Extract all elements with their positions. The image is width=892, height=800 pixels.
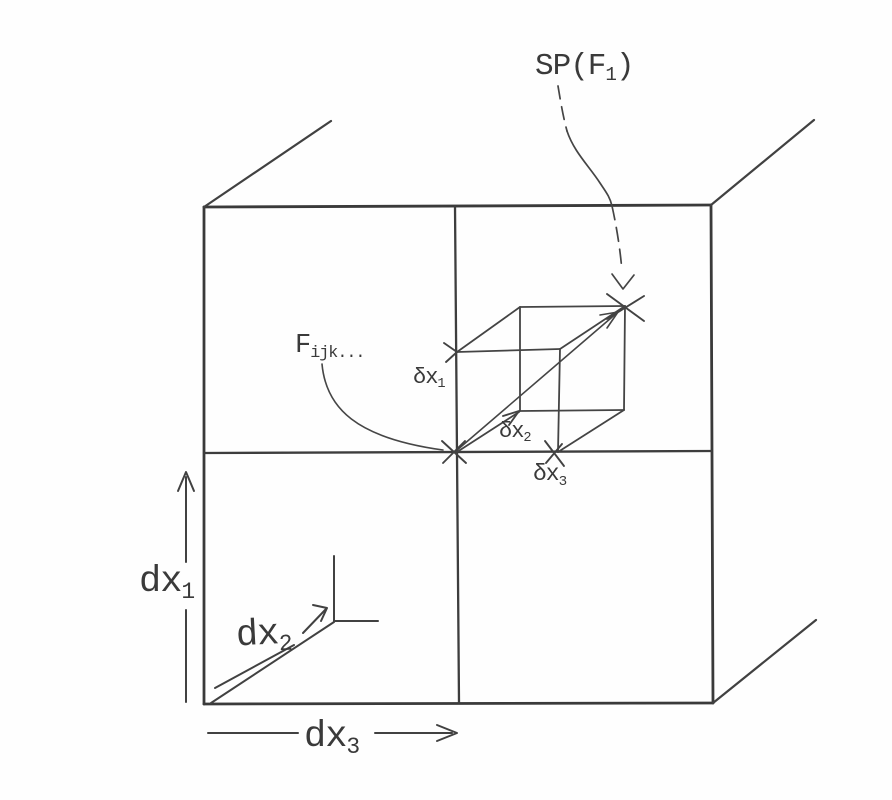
subcube-back-right-edge: [623, 305, 626, 411]
dx3-right-arrowhead: [436, 724, 458, 742]
dx2-axis-label: dx2: [234, 613, 293, 658]
delta-x1-end-arrow-mark: [443, 342, 458, 363]
dx3-axis-label: dx3: [304, 716, 360, 761]
sp-leader: [557, 85, 635, 290]
square-top-edge: [202, 203, 713, 209]
delta-x2-label: δx2: [499, 419, 532, 447]
subcube-front-top-edge: [456, 348, 561, 353]
subcube-back-bottom-edge: [519, 409, 625, 412]
sp-point-label: SP(F1): [535, 49, 635, 85]
sp-point-x-mark: [606, 293, 645, 322]
fijk-label-subscript: ijk...: [310, 344, 365, 364]
fijk-leader-curve: [321, 363, 444, 451]
subcube-back-top-edge: [519, 305, 626, 308]
sp-leader-down-arrowhead: [611, 273, 635, 290]
delta-x1-label: δx1: [413, 365, 446, 393]
receding-edge-top-right: [709, 118, 816, 207]
fijk-label-main: F: [295, 331, 311, 361]
sp-leader-dashed-upper: [557, 85, 568, 132]
sp-label-subscript: 1: [605, 64, 616, 87]
axis-indicators: [177, 471, 458, 742]
sp-label-post: ): [615, 49, 635, 84]
sp-leader-dashed-lower: [611, 205, 623, 272]
dx1-axis-arrow: [177, 471, 195, 703]
dx2-arrowhead: [312, 604, 328, 622]
receding-edge-top-left: [202, 119, 333, 209]
dx2-axis-arrow: [210, 604, 335, 704]
sp-label-pre: SP(F: [535, 49, 606, 84]
receding-edge-bottom-right: [711, 618, 818, 705]
big-cube-receding-edges: [202, 118, 818, 705]
body-diagonal-shaft: [455, 311, 619, 452]
subcube-front-right-edge: [557, 348, 561, 453]
delta-x3-end-tick-mark: [544, 440, 565, 467]
fijk-label: Fijk...: [295, 331, 365, 364]
corner-triad: [333, 555, 379, 622]
subcube-top-left-receding: [456, 306, 521, 353]
cell-corner-x-mark: [441, 440, 467, 464]
delta-x2-arrowhead: [502, 410, 520, 426]
dx3-axis-arrow: [207, 724, 458, 742]
delta-x3-label: δx3: [533, 461, 567, 490]
sp-leader-solid-middle: [566, 130, 613, 207]
square-right-edge: [709, 203, 715, 705]
subcube-bottom-left-receding-delta-x2-arrow: [456, 411, 520, 453]
dx1-up-arrowhead: [177, 471, 195, 492]
point-marks: [441, 293, 645, 467]
subcube-bottom-right-receding: [557, 409, 625, 453]
dx1-axis-label: dx1: [139, 561, 195, 606]
